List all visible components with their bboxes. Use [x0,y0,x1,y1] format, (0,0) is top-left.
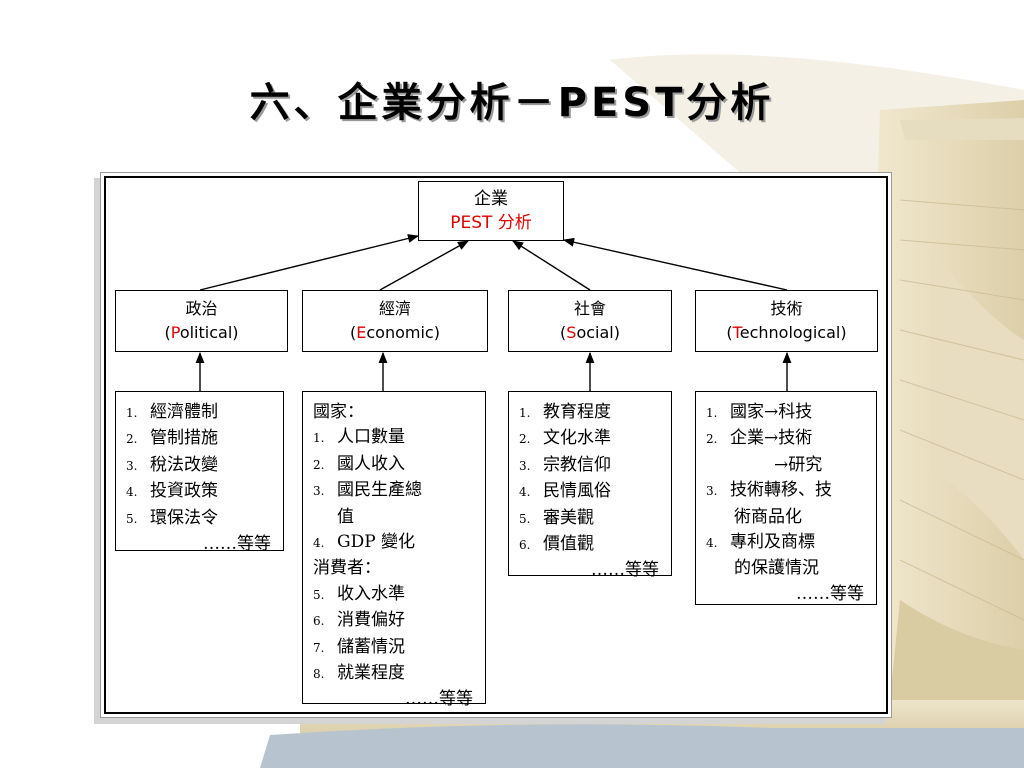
root-node-subtitle: PEST 分析 [450,213,532,233]
list-item: 1.國家→科技 [706,402,813,422]
list-item: 1.人口數量 [313,427,405,448]
list-item-continuation: 值 [337,506,354,527]
list-item: 6.消費偏好 [313,610,405,631]
list-item: 5.收入水準 [313,583,405,604]
list-item: 3.國民生產總 [313,480,422,501]
factor-name: 政治 [185,299,218,318]
factor-english: (Technological) [726,323,847,342]
factor-node-economic: 經濟 (Economic) [302,290,488,352]
list-item: 3.宗教信仰 [519,454,611,475]
list-item: 2.企業→技術 [706,428,813,449]
root-node-pest: 企業 PEST 分析 [418,181,564,241]
list-item: 4.投資政策 [126,481,218,502]
factor-english: (Social) [560,323,620,342]
list-heading: 國家： [313,402,364,422]
list-item: 8.就業程度 [313,663,405,684]
detail-list-economic: 國家： 1.人口數量 2.國人收入 3.國民生產總 值 4.GDP 變化 消費者… [302,391,486,709]
list-item: 4.專利及商標 [706,532,815,553]
list-item-continuation: 的保護情況 [734,558,819,579]
detail-list-political: 1.經濟體制 2.管制措施 3.稅法改變 4.投資政策 5.環保法令 ……等等 [115,391,284,554]
list-item: 5.環保法令 [126,507,218,528]
list-tail: ……等等 [591,560,659,581]
factor-node-social: 社會 (Social) [508,290,672,352]
factor-name: 經濟 [378,299,411,318]
detail-list-social: 1.教育程度 2.文化水準 3.宗教信仰 4.民情風俗 5.審美觀 6.價值觀 … [508,391,672,580]
list-item: 3.稅法改變 [126,454,218,475]
list-heading: 消費者： [313,558,381,579]
list-item: 2.國人收入 [313,453,405,474]
list-tail: ……等等 [405,689,473,710]
list-item: 7.儲蓄情況 [313,636,405,657]
slide-title: 六、企業分析－PEST分析 [249,80,775,126]
list-tail: ……等等 [796,583,864,604]
list-item-continuation: 術商品化 [734,506,802,527]
list-item: 3.技術轉移、技 [706,480,832,501]
list-item: 4.民情風俗 [519,481,611,502]
list-item: 4.GDP 變化 [313,532,416,553]
factor-english: (Economic) [350,323,440,342]
list-item: 6.價值觀 [519,534,594,555]
list-item: 2.文化水準 [519,428,611,449]
factor-node-political: 政治 (Political) [115,290,288,352]
list-tail: ……等等 [203,534,271,555]
list-item-continuation: →研究 [774,454,823,475]
detail-list-technological: 1.國家→科技 2.企業→技術 →研究 3.技術轉移、技 術商品化 4.專利及商… [695,391,877,605]
list-item: 5.審美觀 [519,507,594,528]
list-item: 1.經濟體制 [126,402,218,422]
list-item: 2.管制措施 [126,428,218,449]
factor-name: 技術 [770,299,803,318]
factor-english: (Political) [164,323,239,342]
factor-name: 社會 [573,299,606,318]
root-node-title: 企業 [474,189,508,209]
list-item: 1.教育程度 [519,402,611,422]
factor-node-technological: 技術 (Technological) [695,290,878,352]
